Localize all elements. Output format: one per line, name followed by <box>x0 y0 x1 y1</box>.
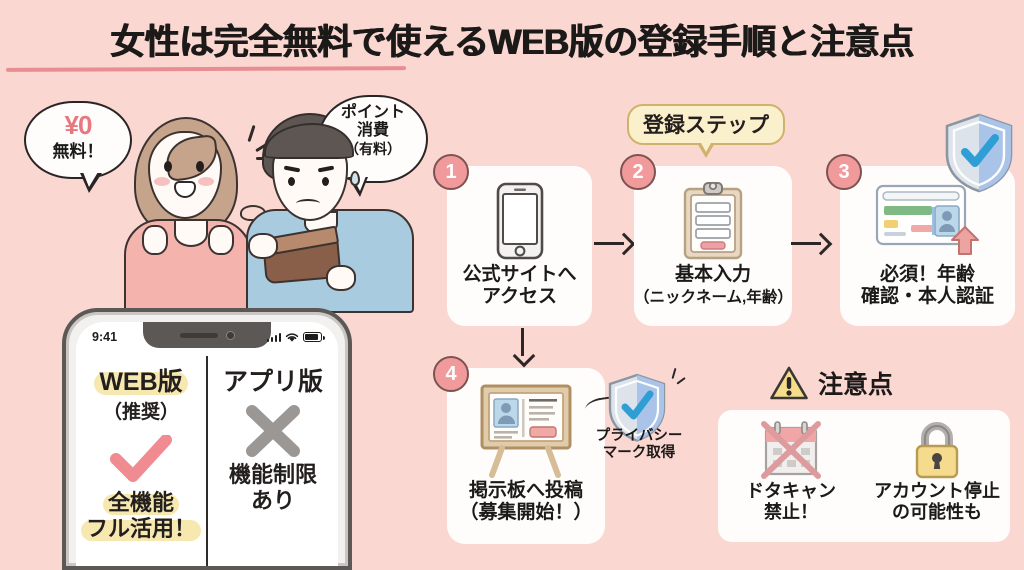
woman-cheek-right <box>198 177 214 186</box>
privacy-mark-label: プライバシー マーク取得 <box>595 428 683 462</box>
status-bar: 9:41 <box>76 325 338 349</box>
step-4-caption: 掲示板へ投稿 （募集開始！） <box>459 480 593 524</box>
man-mouth <box>296 199 320 208</box>
app-version-title: アプリ版 <box>222 368 323 396</box>
point-line-1: ポイント <box>340 104 405 121</box>
warning-heading: 注意点 <box>769 365 893 401</box>
warning-title: 注意点 <box>818 371 894 399</box>
sparkle-icon <box>663 367 687 392</box>
point-line-2: 消費 <box>356 122 389 140</box>
page-title-wrap: 女性は完全無料で使えるWEB版の登録手順と注意点 <box>0 14 1024 73</box>
man-hand-left <box>248 233 278 259</box>
woman-hand-right <box>208 225 234 255</box>
web-version-subtitle: （推奨） <box>102 402 179 423</box>
woman-hand-left <box>142 225 168 255</box>
woman-fringe <box>163 133 221 183</box>
wifi-icon <box>285 332 299 342</box>
step-card-4[interactable]: 4 掲示板へ投稿 （募集開始！） <box>433 356 605 544</box>
arrow-step2-to-step3-icon <box>791 232 833 254</box>
compare-column-app: アプリ版 機能制限 あり <box>208 356 338 566</box>
web-version-title: WEB版 <box>94 368 189 396</box>
step-2-caption: 基本入力 （ニックネーム,年齢） <box>634 264 793 307</box>
arrow-step1-to-step2-icon <box>594 232 636 254</box>
bubble-tail <box>80 172 102 193</box>
arrow-step1-to-step4-icon <box>512 328 534 368</box>
warning-item-2-text: アカウント停止 の可能性も <box>874 481 1000 523</box>
woman-eye-right <box>196 161 204 172</box>
check-icon <box>76 428 206 490</box>
phone-notch <box>143 322 271 348</box>
free-text-label: 無料！ <box>52 141 104 161</box>
step-3-caption: 必須！年齢 確認・本人認証 <box>860 264 994 308</box>
camera-icon <box>225 330 235 340</box>
warning-card: ドタキャン 禁止！ アカウント停止 の可能性も <box>718 410 1010 542</box>
steps-section-label: 登録ステップ <box>627 104 785 158</box>
man-figure <box>240 113 420 313</box>
step-number-badge: 2 <box>620 154 656 190</box>
shield-check-icon <box>943 112 1015 194</box>
bulletin-board-icon <box>474 380 578 480</box>
sweat-drop-icon <box>350 171 360 186</box>
free-amount-label: ¥0 <box>64 110 93 140</box>
warning-item-no-cancel: ドタキャン 禁止！ <box>718 410 864 542</box>
man-hand-right <box>326 265 356 291</box>
point-line-3: （有料） <box>345 140 401 157</box>
step-card-1[interactable]: 1 公式サイトへ アクセス <box>433 154 592 326</box>
warning-item-1-text: ドタキャン 禁止！ <box>746 481 836 523</box>
id-card-upload-icon <box>873 178 983 264</box>
calendar-crossed-icon <box>718 419 864 481</box>
status-indicators <box>266 332 325 343</box>
battery-icon <box>303 332 325 342</box>
woman-eye-left <box>164 161 172 172</box>
shield-check-icon <box>606 372 668 444</box>
step-number-badge: 1 <box>433 154 469 190</box>
step-1-caption: 公式サイトへ アクセス <box>462 264 577 308</box>
padlock-icon <box>864 419 1010 481</box>
step-number-badge: 4 <box>433 356 469 392</box>
warning-item-account-suspension: アカウント停止 の可能性も <box>864 410 1010 542</box>
compare-column-web: WEB版 （推奨） 全機能 フル活用！ <box>76 356 208 566</box>
woman-figure <box>120 115 271 314</box>
warning-triangle-icon <box>770 366 808 400</box>
people-illustration: ¥0 無料！ <box>12 95 442 314</box>
step-number-badge: 3 <box>826 154 862 190</box>
step-card-3[interactable]: 3 必須！年齢 確認・本人認証 <box>826 154 1015 326</box>
woman-mouth <box>174 181 196 198</box>
clipboard-form-icon <box>681 178 745 264</box>
signal-bars-icon <box>266 332 281 342</box>
phone-screen: 9:41 WEB版 （推奨） <box>76 322 338 566</box>
web-vs-app-comparison: WEB版 （推奨） 全機能 フル活用！ アプリ版 <box>76 356 338 566</box>
man-eye-left <box>288 177 295 186</box>
page-title: 女性は完全無料で使えるWEB版の登録手順と注意点 <box>110 23 914 62</box>
cross-icon <box>208 400 338 462</box>
web-version-benefit: 全機能 フル活用！ <box>80 490 202 541</box>
step-card-2[interactable]: 2 基本入力 （ニックネーム,年齢） <box>620 154 793 326</box>
woman-face <box>148 131 222 219</box>
label-pointer <box>697 141 715 158</box>
woman-speech-bubble: ¥0 無料！ <box>24 101 132 193</box>
phone-mockup: 9:41 WEB版 （推奨） <box>62 308 352 570</box>
status-time: 9:41 <box>92 330 118 344</box>
woman-cheek-left <box>154 177 170 186</box>
smartphone-icon <box>495 178 545 264</box>
woman-collar <box>174 221 208 247</box>
man-eye-right <box>322 177 329 186</box>
app-version-limitation: 機能制限 あり <box>228 462 317 513</box>
speaker-icon <box>179 332 218 338</box>
